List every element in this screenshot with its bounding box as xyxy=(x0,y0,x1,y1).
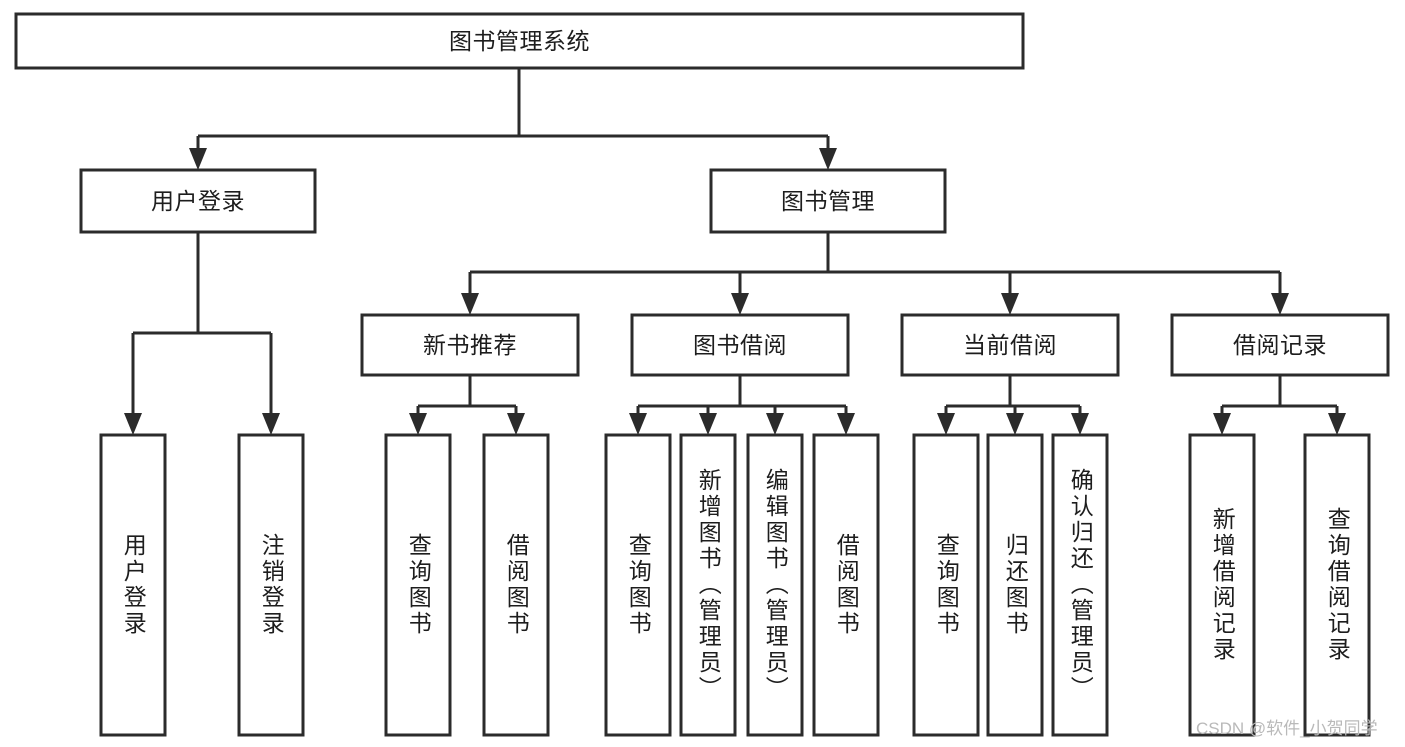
arrow-head-icon xyxy=(766,413,784,435)
leaf-return-book-label: 归还图书 xyxy=(1002,533,1029,637)
root-node-box xyxy=(14,12,1025,70)
root-node-label: 图书管理系统 xyxy=(449,27,590,54)
node-user-login-box xyxy=(79,168,317,234)
leaf-add-book-admin-label: 新增图书（管理员） xyxy=(695,468,722,702)
leaf-add-borrow-record-box xyxy=(1188,433,1256,737)
leaf-user-login-leaf-label: 用户登录 xyxy=(120,533,147,637)
arrow-head-icon xyxy=(507,413,525,435)
node-borrow-record-label: 借阅记录 xyxy=(1233,331,1327,358)
arrow-head-icon xyxy=(1071,413,1089,435)
node-new-book-recommend-box xyxy=(360,313,580,377)
leaf-add-book-admin-box xyxy=(679,433,737,737)
node-book-borrow-box xyxy=(630,313,850,377)
leaf-logout-leaf-box xyxy=(237,433,305,737)
node-book-management-box xyxy=(709,168,947,234)
leaf-query-borrow-record-label: 查询借阅记录 xyxy=(1324,507,1351,663)
leaf-confirm-return-admin-box xyxy=(1051,433,1109,737)
leaf-return-book-box xyxy=(986,433,1044,737)
arrow-head-icon xyxy=(189,148,207,170)
arrow-head-icon xyxy=(629,413,647,435)
leaf-edit-book-admin-box xyxy=(746,433,804,737)
node-borrow-record-box xyxy=(1170,313,1390,377)
leaf-query-book-2-box xyxy=(604,433,672,737)
leaf-user-login-leaf-box xyxy=(99,433,167,737)
arrow-head-icon xyxy=(819,148,837,170)
arrow-head-icon xyxy=(937,413,955,435)
node-current-borrow-box xyxy=(900,313,1120,377)
arrow-head-icon xyxy=(124,413,142,435)
leaf-query-book-1-box xyxy=(384,433,452,737)
node-user-login-label: 用户登录 xyxy=(151,187,245,214)
arrow-head-icon xyxy=(1328,413,1346,435)
leaf-borrow-book-2-label: 借阅图书 xyxy=(833,533,860,637)
leaf-edit-book-admin-label: 编辑图书（管理员） xyxy=(762,468,789,702)
leaf-confirm-return-admin-label: 确认归还（管理员） xyxy=(1067,468,1094,702)
arrow-head-icon xyxy=(1213,413,1231,435)
leaf-query-book-3-label: 查询图书 xyxy=(933,533,960,637)
leaf-query-book-2-label: 查询图书 xyxy=(625,533,652,637)
node-current-borrow-label: 当前借阅 xyxy=(963,331,1057,358)
leaf-query-book-1-label: 查询图书 xyxy=(405,533,432,637)
arrow-head-icon xyxy=(409,413,427,435)
nodes-layer xyxy=(14,12,1390,737)
watermark-text: CSDN @软件_小贺同学 xyxy=(1196,719,1378,738)
arrow-head-icon xyxy=(461,293,479,315)
connectors-layer xyxy=(124,68,1346,435)
node-new-book-recommend-label: 新书推荐 xyxy=(423,331,517,358)
arrow-head-icon xyxy=(699,413,717,435)
arrow-head-icon xyxy=(1006,413,1024,435)
arrow-head-icon xyxy=(262,413,280,435)
leaf-borrow-book-1-label: 借阅图书 xyxy=(503,533,530,637)
leaf-borrow-book-2-box xyxy=(812,433,880,737)
arrow-head-icon xyxy=(837,413,855,435)
leaf-add-borrow-record-label: 新增借阅记录 xyxy=(1209,507,1236,663)
node-book-borrow-label: 图书借阅 xyxy=(693,331,787,358)
arrow-head-icon xyxy=(1271,293,1289,315)
node-book-management-label: 图书管理 xyxy=(781,187,875,214)
arrow-head-icon xyxy=(731,293,749,315)
leaf-logout-leaf-label: 注销登录 xyxy=(258,533,285,637)
leaf-borrow-book-1-box xyxy=(482,433,550,737)
arrow-head-icon xyxy=(1001,293,1019,315)
leaf-query-book-3-box xyxy=(912,433,980,737)
leaf-query-borrow-record-box xyxy=(1303,433,1371,737)
